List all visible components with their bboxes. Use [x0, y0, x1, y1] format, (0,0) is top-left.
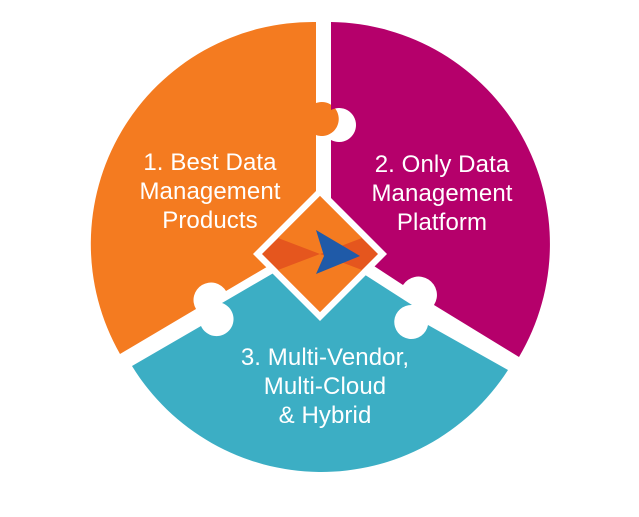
segment-2-piece: [331, 22, 550, 357]
segment-1-line-3: Products: [162, 207, 258, 234]
logo-facet-light: [278, 196, 362, 254]
logo-facet-lower: [278, 254, 362, 312]
logo-arrow-blue: [316, 230, 360, 274]
segment-3-piece: [132, 246, 508, 472]
segment-2-label: 2. Only Data Management Platform: [342, 150, 542, 237]
segment-3-line-2: Multi-Cloud: [263, 373, 387, 400]
diamond-logo-icon: [253, 187, 387, 321]
segment-3-line-3: & Hybrid: [278, 402, 372, 429]
segment-2-line-1: 2. Only Data: [374, 151, 510, 178]
segment-1-piece: [90, 21, 339, 354]
segment-2-line-3: Platform: [396, 209, 488, 236]
segment-1-line-1: 1. Best Data: [143, 149, 277, 176]
segment-3-line-1: 3. Multi-Vendor,: [240, 344, 410, 371]
segment-3-label: 3. Multi-Vendor, Multi-Cloud & Hybrid: [215, 343, 435, 430]
segment-1-line-2: Management: [139, 178, 281, 205]
segment-1-label: 1. Best Data Management Products: [110, 148, 310, 235]
segment-2-line-2: Management: [371, 180, 513, 207]
